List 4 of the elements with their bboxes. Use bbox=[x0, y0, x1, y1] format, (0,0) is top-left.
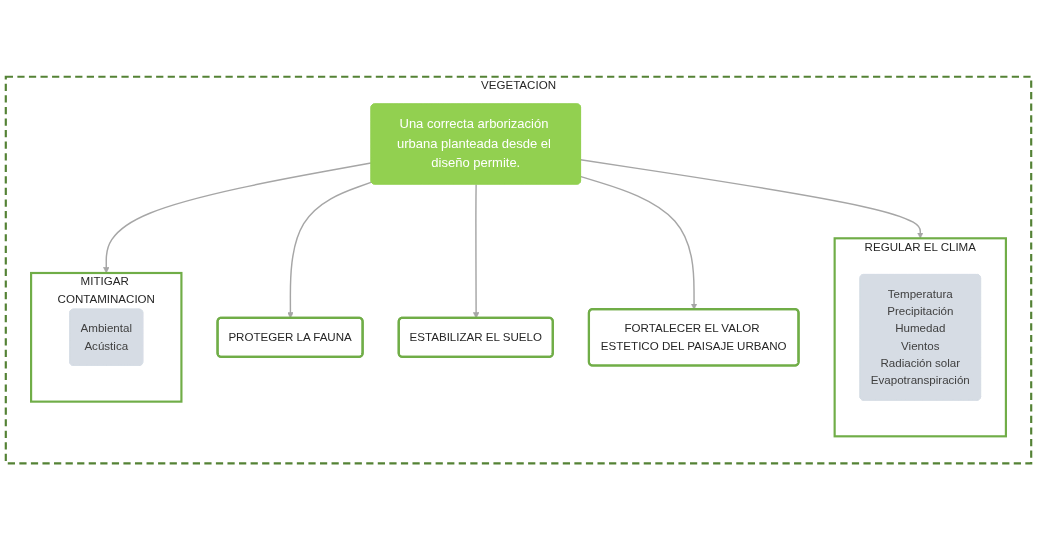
arrow bbox=[103, 162, 372, 274]
arrow bbox=[579, 159, 924, 239]
arrow bbox=[287, 181, 373, 319]
arrow bbox=[472, 184, 480, 319]
